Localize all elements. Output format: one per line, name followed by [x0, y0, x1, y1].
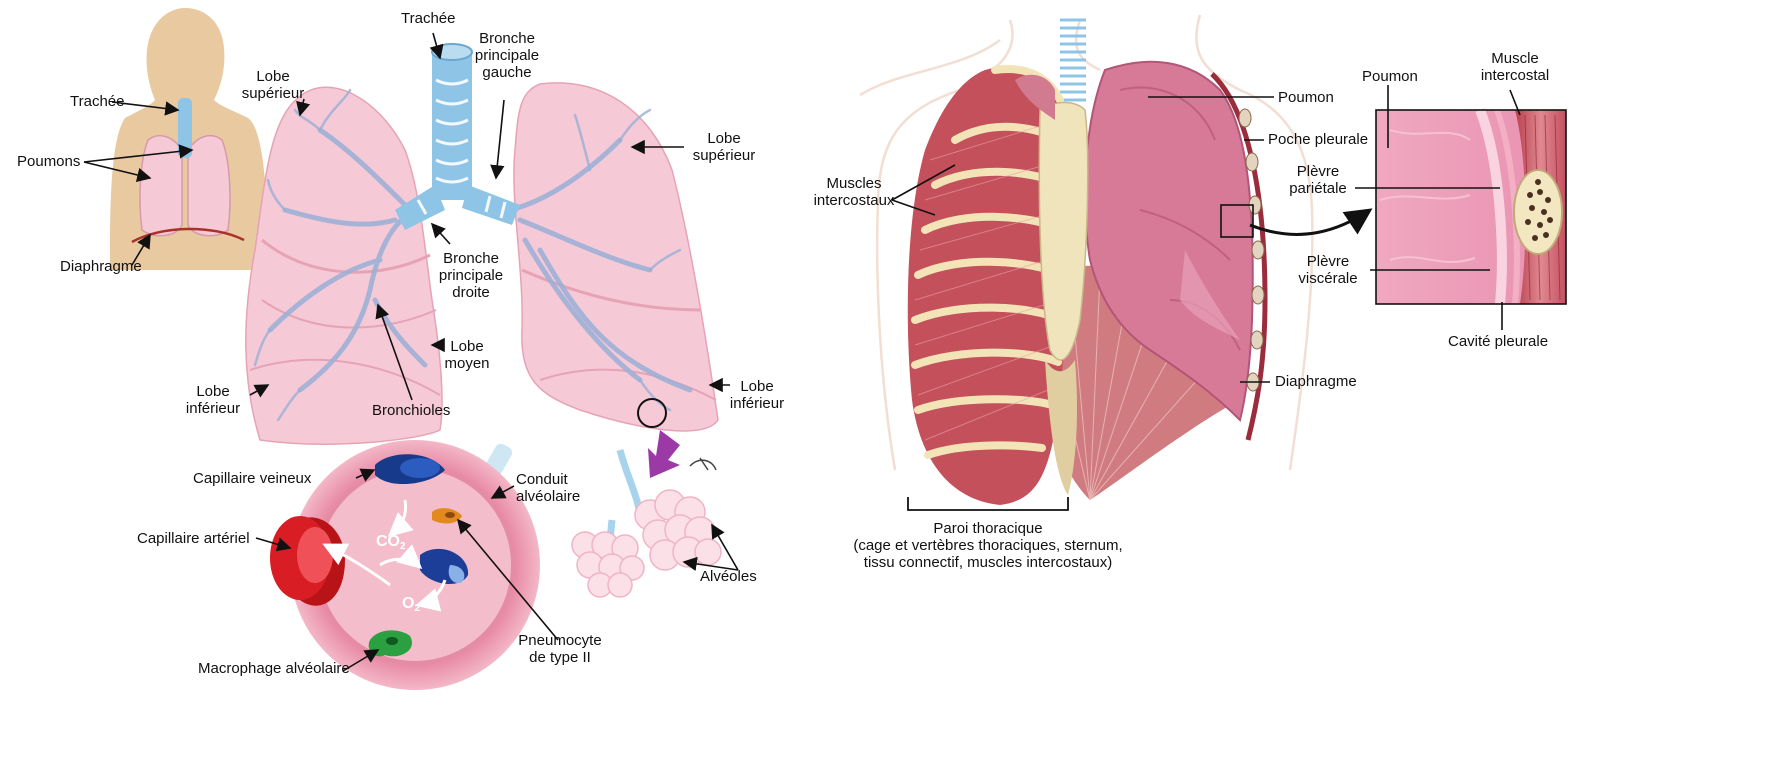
pleural-sac-label: Poche pleurale — [1268, 131, 1368, 148]
bronchioles-label: Bronchioles — [372, 402, 450, 419]
body-inset — [110, 8, 268, 270]
pleura-zoom-box — [1376, 110, 1566, 304]
inset-lungs-label: Poumons — [17, 153, 80, 170]
inset-diaphragm-label: Diaphragme — [60, 258, 142, 275]
thoracic-wall-label: Paroi thoracique(cage et vertèbres thora… — [828, 520, 1148, 571]
pleural-cavity-label: Cavité pleurale — [1448, 333, 1548, 350]
trachea-label: Trachée — [401, 10, 455, 27]
o2-label: O2 — [402, 595, 420, 617]
diaphragm-label: Diaphragme — [1275, 373, 1357, 390]
macrophage-label: Macrophage alvéolaire — [198, 660, 350, 677]
inset-trachea-label: Trachée — [70, 93, 124, 110]
venous-capillary-label: Capillaire veineux — [193, 470, 311, 487]
co2-label: CO2 — [376, 533, 406, 555]
lung-label: Poumon — [1278, 89, 1334, 106]
arterial-capillary-label: Capillaire artériel — [137, 530, 250, 547]
alveoli-label: Alvéoles — [700, 568, 757, 585]
alveoli-clusters — [572, 450, 721, 597]
zoom-lung-label: Poumon — [1362, 68, 1418, 85]
